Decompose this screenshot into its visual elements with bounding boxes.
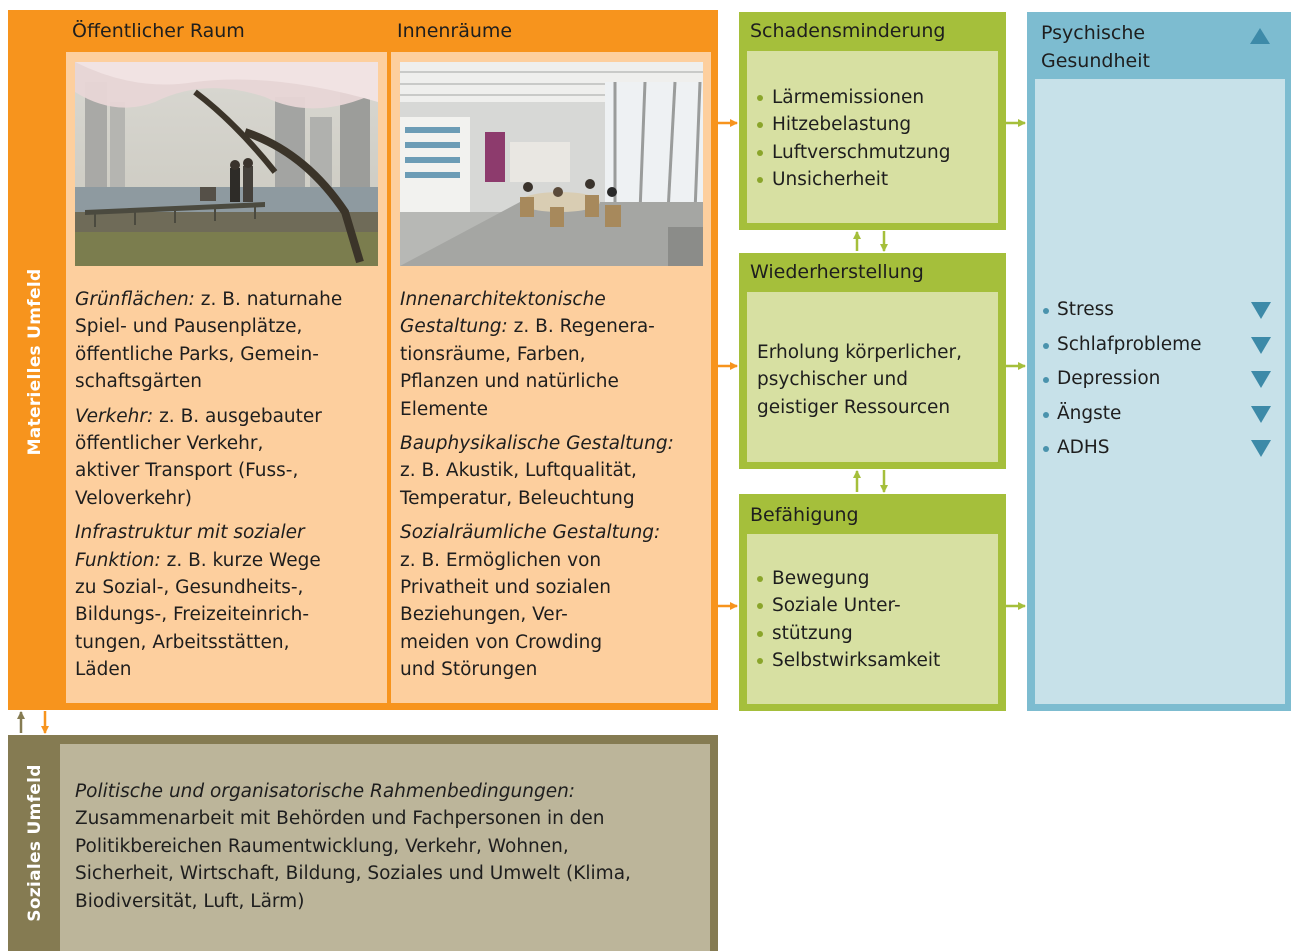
innenarchitektonisch-first: z. B. Regenera- [507,316,655,338]
list-item: Schlafprobleme [1043,328,1283,363]
list-item: Hitzebelastung [756,111,996,138]
list-item: Depression [1043,362,1283,397]
befaehigung-title: Befähigung [750,504,859,526]
list-item: Luftverschmutzung [756,139,996,166]
infrastruktur-line: Bildungs-, Freizeiteinrich- [75,604,310,626]
wiederherstellung-line: geistiger Ressourcen [757,396,951,418]
innenarchitektonisch-line: Pflanzen und natürliche [400,371,619,393]
verkehr-line: Veloverkehr) [75,487,192,509]
wiederherstellung-line: Erholung körperlicher, [757,342,962,363]
psychische-gesundheit-box [1035,79,1285,704]
list-item: Stress [1043,293,1283,328]
list-item-label: ADHS [1057,437,1110,458]
psychische-gesundheit-title: Psychische Gesundheit [1041,19,1150,75]
bauphysikalisch-em: Bauphysikalische Gestaltung: [400,433,674,455]
soziales-umfeld-box [60,744,710,951]
sozialraeumlich-line: Privatheit und sozialen [400,577,611,599]
list-item: Unsicherheit [756,166,996,193]
list-item: Bewegung [756,565,996,592]
infrastruktur-line: tungen, Arbeitsstätten, [75,631,290,653]
infrastruktur-em2: Funktion: [75,549,161,571]
bauphysikalisch-line: z. B. Akustik, Luftqualität, [400,460,637,482]
title-line: Gesundheit [1041,50,1150,72]
triangle-up-icon [1250,28,1270,44]
list-item-label: Depression [1057,368,1161,389]
interior-photo [400,62,703,266]
schadensminderung-box [747,51,998,223]
list-item-label: Ängste [1057,402,1122,424]
innenraeume-text: Innenarchitektonische Gestaltung: z. B. … [400,286,710,691]
innenarchitektonisch-em: Innenarchitektonische [400,289,606,310]
psychische-gesundheit-list: Stress Schlafprobleme Depression Ängste … [1043,293,1283,466]
park-photo [75,62,378,266]
sozialraeumlich-line: z. B. Ermöglichen von [400,549,602,571]
soziales-line: Biodiversität, Luft, Lärm) [75,890,305,912]
innenraeume-title: Innenräume [397,20,513,42]
gruenflaechen-line: schaftsgärten [75,371,202,393]
verkehr-line: öffentlicher Verkehr, [75,433,264,455]
bauphysikalisch-line: Temperatur, Beleuchtung [400,487,635,509]
sozialraeumlich-em: Sozialräumliche Gestaltung: [400,522,661,544]
list-item-label: Stress [1057,299,1114,320]
infrastruktur-line: Läden [75,659,132,681]
infrastruktur-em: Infrastruktur mit sozialer [75,522,305,544]
wiederherstellung-text: Erholung körperlicher, psychischer und g… [757,339,997,421]
schadensminderung-title: Schadensminderung [750,20,946,42]
verkehr-first: z. B. ausgebauter [153,405,322,427]
sozialraeumlich-line: Beziehungen, Ver- [400,604,568,626]
wiederherstellung-line: psychischer und [757,369,908,391]
list-item: stützung [756,619,996,647]
schadensminderung-list: Lärmemissionen Hitzebelastung Luftversch… [756,84,996,194]
befaehigung-box [747,534,998,704]
soziales-umfeld-text: Politische und organisatorische Rahmenbe… [75,778,715,915]
gruenflaechen-first: z. B. naturnahe [194,289,343,310]
list-item: Ängste [1043,397,1283,432]
list-item: Selbstwirksamkeit [756,647,996,674]
triangle-down-icon [1251,405,1271,423]
gruenflaechen-line: öffentliche Parks, Gemein- [75,343,319,365]
rahmenbedingungen-em: Politische und organisatorische Rahmenbe… [75,781,576,802]
triangle-down-icon [1251,302,1271,319]
infrastruktur-line: zu Sozial-, Gesundheits-, [75,577,304,599]
list-item-continuation: stützung [772,622,853,644]
list-item: Lärmemissionen [756,84,996,111]
list-item: Soziale Unter- [756,592,996,619]
infrastruktur-first: z. B. kurze Wege [160,549,321,571]
verkehr-line: aktiver Transport (Fuss-, [75,460,299,482]
triangle-down-icon [1251,336,1271,354]
innenarchitektonisch-line: tionsräume, Farben, [400,343,586,365]
befaehigung-list: Bewegung Soziale Unter- stützung Selbstw… [756,565,996,675]
verkehr-em: Verkehr: [75,405,154,427]
gruenflaechen-line: Spiel- und Pausenplätze, [75,316,303,338]
oeffentlicher-raum-title: Öffentlicher Raum [72,20,245,42]
gruenflaechen-em: Grünflächen: [75,289,195,310]
soziales-line: Politikbereichen Raumentwicklung, Verkeh… [75,835,569,857]
soziales-line: Sicherheit, Wirtschaft, Bildung, Soziale… [75,863,631,885]
triangle-down-icon [1251,371,1271,388]
wiederherstellung-box [747,292,998,462]
list-item-label: Schlafprobleme [1057,333,1202,355]
title-line: Psychische [1041,22,1146,44]
innenarchitektonisch-line: Elemente [400,398,488,420]
list-item: ADHS [1043,431,1283,466]
soziales-line: Zusammenarbeit mit Behörden und Fachpers… [75,808,605,830]
triangle-down-icon [1251,440,1271,457]
sozialraeumlich-line: und Störungen [400,659,538,681]
innenarchitektonisch-em2: Gestaltung: [400,316,508,338]
wiederherstellung-title: Wiederherstellung [750,261,924,283]
oeffentlicher-raum-text: Grünflächen: z. B. naturnahe Spiel- und … [75,286,385,691]
sozialraeumlich-line: meiden von Crowding [400,631,603,653]
